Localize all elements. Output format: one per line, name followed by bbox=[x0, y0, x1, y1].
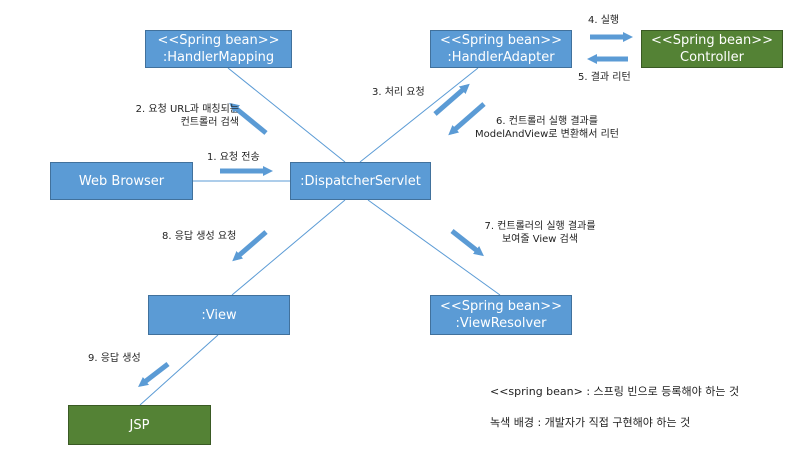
step-2-label: 2. 요청 URL과 매칭되는 컨트롤러 검색 bbox=[104, 103, 239, 129]
step-6-label: 6. 컨트롤러 실행 결과를 ModelAndView로 변환해서 리턴 bbox=[462, 115, 632, 141]
step-5-label: 5. 결과 리턴 bbox=[578, 72, 631, 83]
controller-name: Controller bbox=[680, 50, 744, 65]
line-dispatcher-resolver bbox=[367, 199, 501, 296]
arrow-step-7 bbox=[450, 229, 484, 257]
line-mapping-dispatcher bbox=[227, 67, 346, 163]
handler-mapping-stereotype: <<Spring bean>> bbox=[157, 33, 280, 48]
dispatcher-servlet-label: :DispatcherServlet bbox=[300, 173, 421, 189]
step-2-label-line1: 2. 요청 URL과 매칭되는 bbox=[135, 104, 239, 115]
step-2-label-line2: 컨트롤러 검색 bbox=[180, 117, 239, 128]
arrow-step-8 bbox=[232, 230, 268, 262]
step-7-label-line2: 보여줄 View 검색 bbox=[501, 234, 579, 245]
step-8-label: 8. 응답 생성 요청 bbox=[162, 231, 237, 242]
controller-stereotype: <<Spring bean>> bbox=[650, 33, 774, 48]
handler-adapter-stereotype: <<Spring bean>> bbox=[439, 33, 563, 48]
view-resolver-node: <<Spring bean>> :ViewResolver bbox=[430, 295, 572, 335]
handler-mapping-node: <<Spring bean>> :HandlerMapping bbox=[145, 30, 292, 68]
controller-node: <<Spring bean>> Controller bbox=[641, 30, 783, 68]
step-1-label: 1. 요청 전송 bbox=[207, 152, 260, 163]
view-resolver-stereotype: <<Spring bean>> bbox=[439, 299, 563, 314]
step-6-label-line1: 6. 컨트롤러 실행 결과를 bbox=[496, 116, 598, 127]
view-resolver-name: :ViewResolver bbox=[455, 316, 547, 331]
view-label: :View bbox=[201, 307, 237, 323]
handler-adapter-name: :HandlerAdapter bbox=[447, 50, 555, 65]
dispatcher-servlet-node: :DispatcherServlet bbox=[290, 162, 431, 200]
step-7-label: 7. 컨트롤러의 실행 결과를 보여줄 View 검색 bbox=[470, 220, 610, 246]
handler-adapter-node: <<Spring bean>> :HandlerAdapter bbox=[430, 30, 572, 68]
line-dispatcher-view bbox=[231, 199, 346, 296]
step-6-label-line2: ModelAndView로 변환해서 리턴 bbox=[474, 129, 620, 140]
step-4-label: 4. 실행 bbox=[588, 15, 620, 26]
arrow-step-6 bbox=[448, 102, 486, 136]
arrow-step-3 bbox=[433, 83, 470, 116]
line-adapter-dispatcher bbox=[359, 67, 479, 163]
jsp-label: JSP bbox=[129, 417, 150, 433]
step-7-label-line1: 7. 컨트롤러의 실행 결과를 bbox=[484, 221, 596, 232]
handler-mapping-name: :HandlerMapping bbox=[162, 50, 275, 65]
step-9-label: 9. 응답 생성 bbox=[88, 353, 141, 364]
web-browser-label: Web Browser bbox=[78, 173, 165, 189]
web-browser-node: Web Browser bbox=[50, 162, 193, 200]
arrow-step-2 bbox=[229, 102, 268, 135]
line-view-jsp bbox=[139, 334, 219, 406]
arrow-step-9 bbox=[138, 362, 170, 388]
step-3-label: 3. 처리 요청 bbox=[372, 87, 425, 98]
jsp-node: JSP bbox=[68, 405, 211, 445]
legend-spring-bean: <<spring bean> : 스프링 빈으로 등록해야 하는 것 bbox=[490, 385, 740, 398]
view-node: :View bbox=[148, 295, 290, 335]
legend-green-background: 녹색 배경 : 개발자가 직접 구현해야 하는 것 bbox=[490, 416, 691, 429]
